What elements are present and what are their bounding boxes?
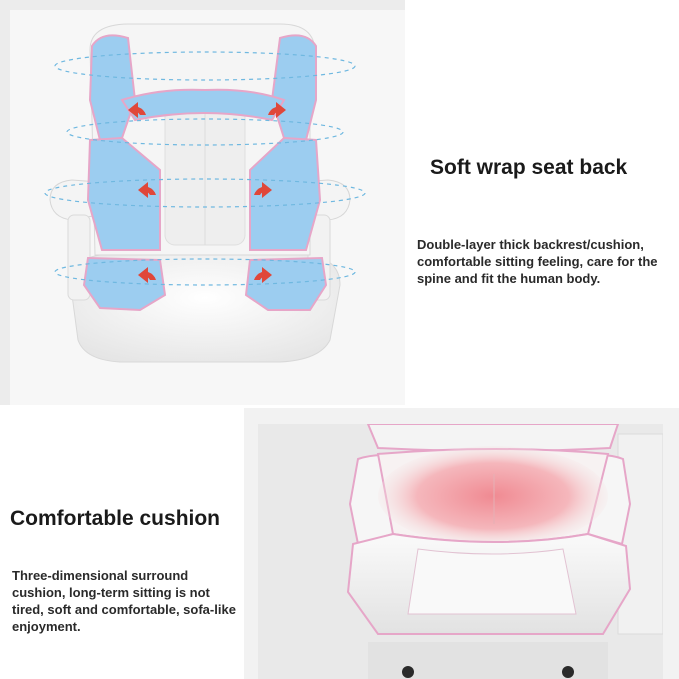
feature-description-backrest: Double-layer thick backrest/cushion, com… — [417, 237, 658, 286]
chair-backrest-illustration — [44, 23, 366, 363]
feature-title-cushion: Comfortable cushion — [10, 507, 221, 530]
backrest-image-panel — [0, 0, 405, 405]
chair-seat-illustration — [346, 424, 663, 679]
chair-seat-image — [258, 424, 663, 679]
chair-backrest-image — [10, 10, 405, 405]
feature-title-backrest: Soft wrap seat back — [430, 156, 628, 179]
feature-description-cushion: Three-dimensional surround cushion, long… — [12, 568, 236, 634]
cushion-image-panel — [244, 408, 679, 679]
